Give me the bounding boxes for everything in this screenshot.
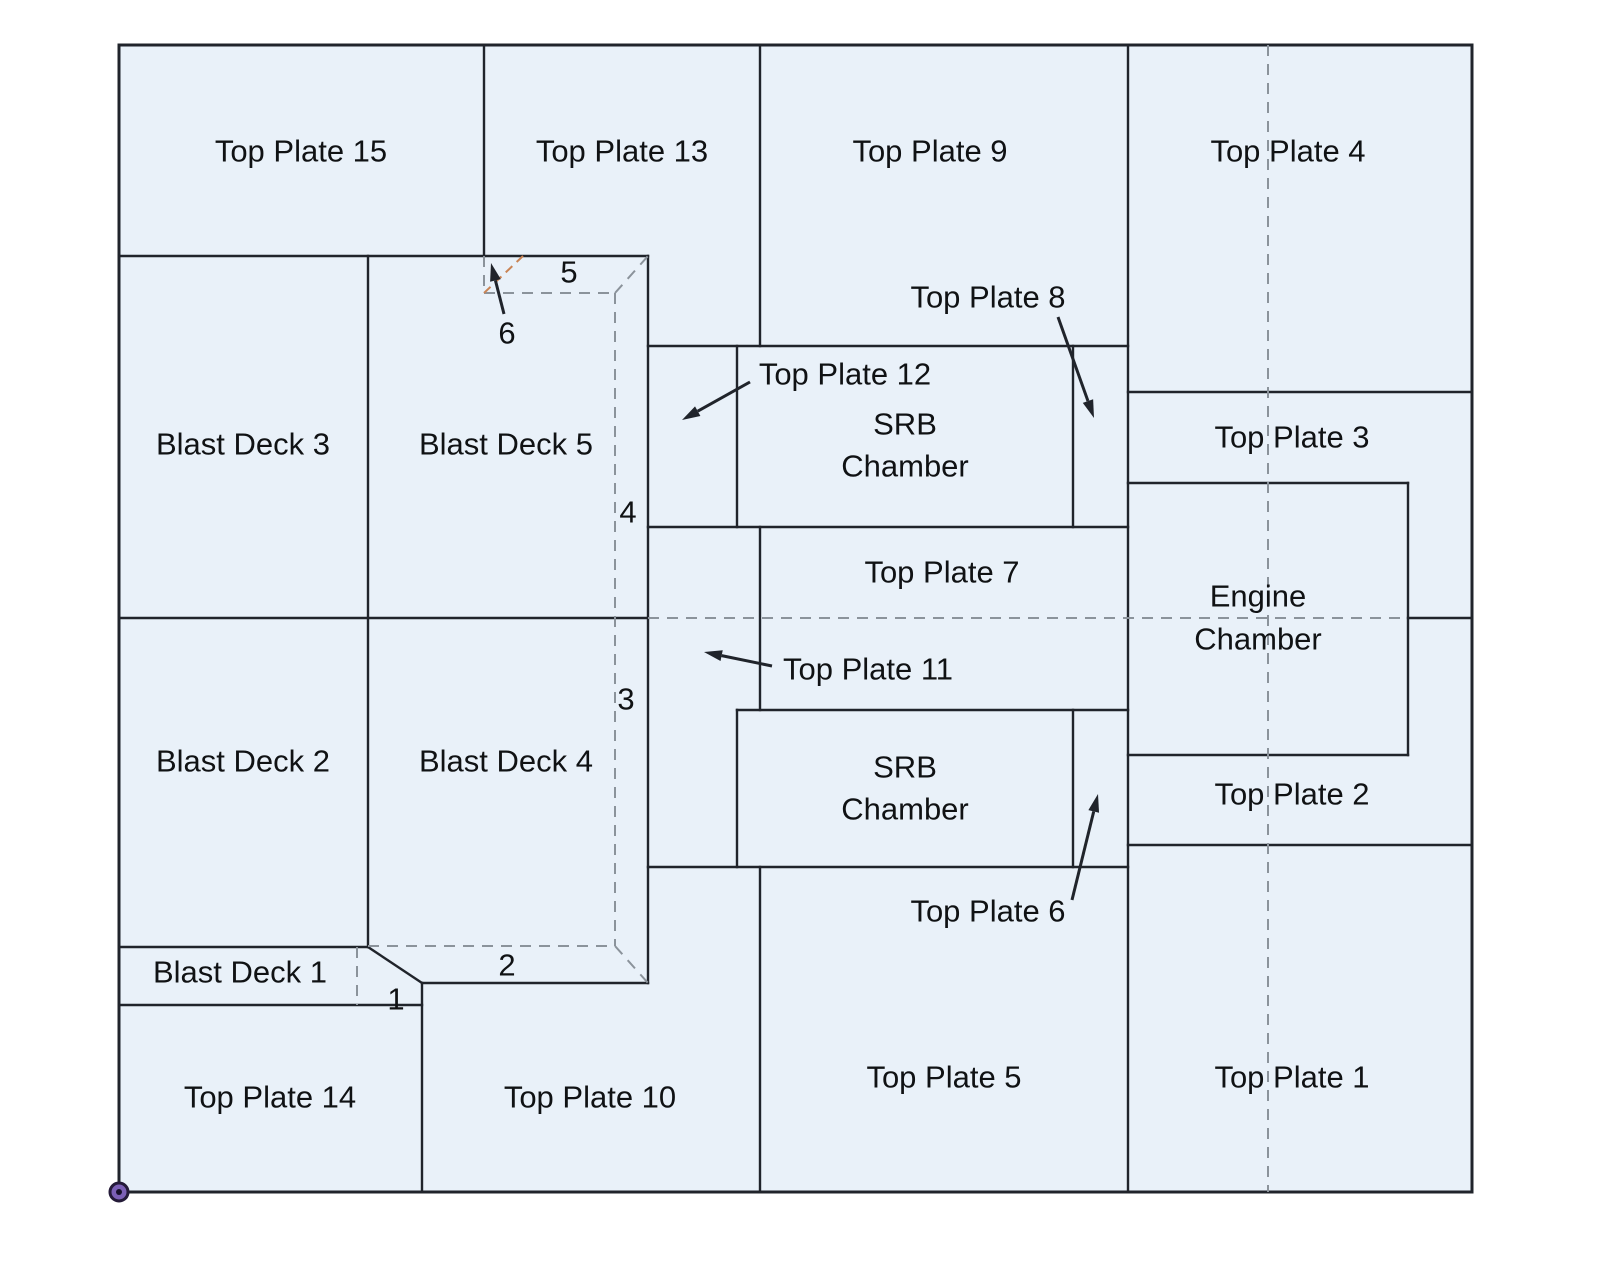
srb-chamber-upper-label-line2: Chamber xyxy=(841,449,969,484)
top-plate-4-label: Top Plate 4 xyxy=(1210,134,1365,169)
top-plate-13-label: Top Plate 13 xyxy=(536,134,708,169)
blast-deck-5-label: Blast Deck 5 xyxy=(419,427,593,462)
top-plate-15-label: Top Plate 15 xyxy=(215,134,387,169)
top-plate-8-arrow-shaft xyxy=(1056,316,1090,402)
edge-number-2: 2 xyxy=(498,948,515,983)
top-plate-14-label: Top Plate 14 xyxy=(184,1080,356,1115)
top-plate-7-label: Top Plate 7 xyxy=(864,555,1019,590)
edge-6-arrow-shaft xyxy=(493,280,506,315)
edge-number-1: 1 xyxy=(387,982,404,1017)
dashed-edge-3 xyxy=(614,255,649,294)
top-plate-11-arrow-head xyxy=(704,650,723,662)
top-plate-6-arrow-head xyxy=(1088,794,1100,813)
blast-deck-2-label: Blast Deck 2 xyxy=(156,744,330,779)
srb-chamber-upper-label-line1: SRB xyxy=(873,407,937,442)
construction-line-1 xyxy=(483,255,524,294)
top-plate-8-label: Top Plate 8 xyxy=(910,280,1065,315)
top-plate-2-label: Top Plate 2 xyxy=(1214,777,1369,812)
top-plate-1-label: Top Plate 1 xyxy=(1214,1060,1369,1095)
top-plate-12-arrow-shaft xyxy=(696,380,751,413)
edge-number-3: 3 xyxy=(617,682,634,717)
srb-chamber-lower-label-line1: SRB xyxy=(873,750,937,785)
top-plate-6-arrow-shaft xyxy=(1070,811,1096,901)
edge-number-5: 5 xyxy=(560,255,577,290)
top-plate-8-arrow-head xyxy=(1082,399,1094,418)
edge-6-arrow-head xyxy=(490,263,501,282)
edge-number-6: 6 xyxy=(498,316,515,351)
top-plate-3-label: Top Plate 3 xyxy=(1214,420,1369,455)
solid-edge-25 xyxy=(366,945,424,985)
top-plate-10-label: Top Plate 10 xyxy=(504,1080,676,1115)
blast-deck-1-label: Blast Deck 1 xyxy=(153,955,327,990)
top-plate-12-label: Top Plate 12 xyxy=(759,357,931,392)
top-plate-11-label: Top Plate 11 xyxy=(783,652,953,687)
engine-chamber-label-line1: Engine xyxy=(1210,579,1307,614)
top-plate-9-label: Top Plate 9 xyxy=(852,134,1007,169)
origin-marker-core-icon xyxy=(116,1189,122,1195)
edge-number-4: 4 xyxy=(619,495,636,530)
srb-chamber-lower-label-line2: Chamber xyxy=(841,792,969,827)
top-plate-5-label: Top Plate 5 xyxy=(866,1060,1021,1095)
blast-deck-3-label: Blast Deck 3 xyxy=(156,427,330,462)
blast-deck-4-label: Blast Deck 4 xyxy=(419,744,593,779)
top-plate-6-label: Top Plate 6 xyxy=(910,894,1065,929)
top-plate-11-arrow-shaft xyxy=(721,654,773,668)
top-plate-12-arrow-head xyxy=(682,406,701,420)
engine-chamber-label-line2: Chamber xyxy=(1194,622,1322,657)
dashed-edge-6 xyxy=(614,945,649,984)
